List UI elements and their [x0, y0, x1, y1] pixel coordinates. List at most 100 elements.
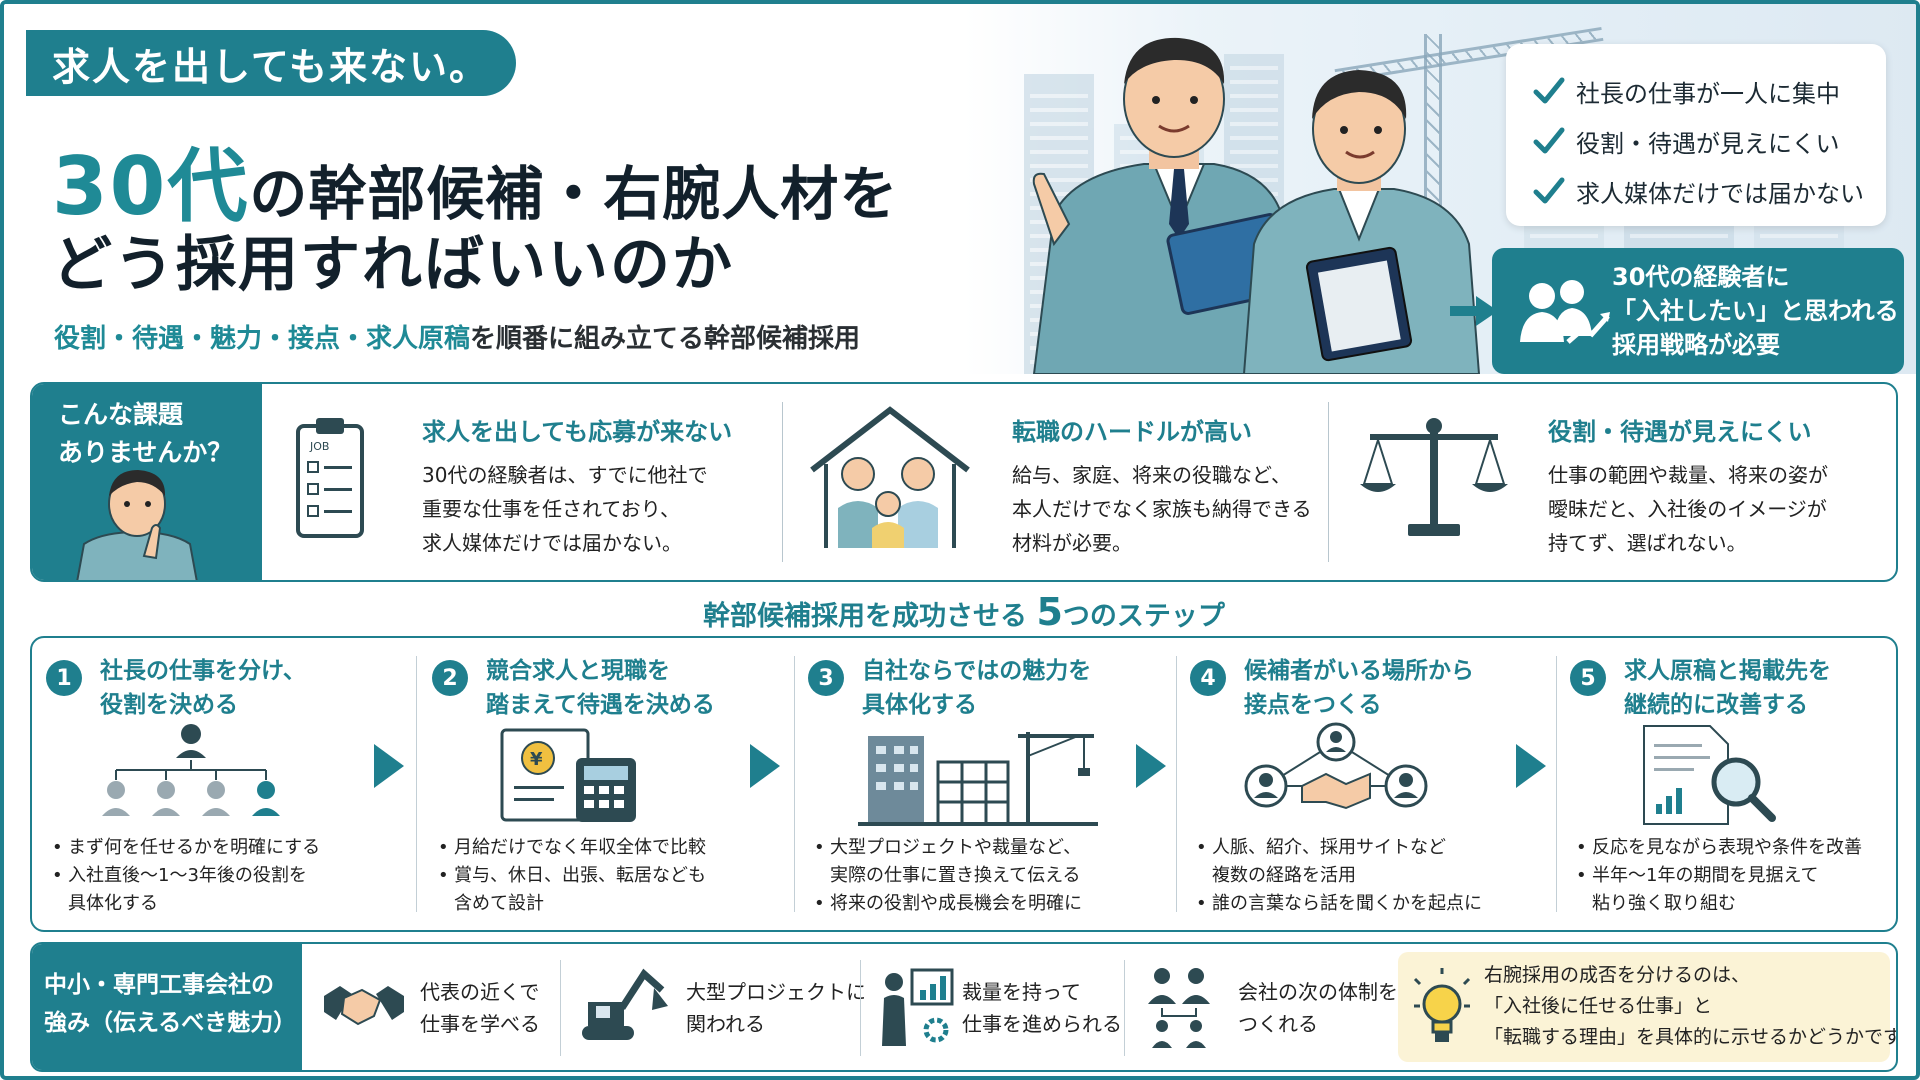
strength-text: 裁量を持って 仕事を進められる [962, 980, 1122, 1036]
step-title: 候補者がいる場所から 接点をつくる [1244, 658, 1474, 718]
main-title-line-2: どう採用すればいいのか [52, 230, 734, 300]
steps-panel: 1 社長の仕事を分け、 役割を決める まず何を任せるかを明確にする 入社直後〜1… [30, 636, 1898, 932]
clipboard-checklist-icon: JOB [296, 418, 364, 538]
step-bullets: 大型プロジェクトや裁量など、実際の仕事に置き換えて伝える 将来の役割や成長機会を… [810, 834, 1082, 918]
strength-item: 代表の近くで 仕事を学べる [322, 944, 572, 1070]
title-accent: 30代 [52, 140, 250, 233]
main-title-line-1: 30代の幹部候補・右腕人材を [52, 122, 898, 238]
challenge-text: 給与、家庭、将来の役職など、 本人だけでなく家族も納得できる 材料が必要。 [1012, 463, 1312, 555]
step-3: 3 自社ならではの魅力を 具体化する 大型プロジェクトや裁量など、実際の仕事に置… [794, 638, 1172, 930]
challenge-text: 仕事の範囲や裁量、将来の姿が 曖昧だと、入社後のイメージが 持てず、選ばれない。 [1548, 463, 1828, 555]
workers-illustration [1032, 37, 1481, 374]
thinking-man-icon [76, 470, 198, 580]
check-item: 求人媒体だけでは届かない [1532, 166, 1886, 216]
construction-site-icon [858, 732, 1098, 826]
step-title: 社長の仕事を分け、 役割を決める [100, 658, 306, 718]
yen-calculator-icon: ¥ [500, 728, 636, 822]
step-arrow-icon [1516, 744, 1546, 788]
excavator-icon [582, 968, 668, 1040]
challenge-question-box: こんな課題 ありませんか？ [32, 384, 262, 580]
step-5: 5 求人原稿と掲載先を 継続的に改善する 反応を見ながら表現や条件を改善 半年〜… [1556, 638, 1896, 930]
step-number: 4 [1190, 660, 1226, 696]
check-item: 社長の仕事が一人に集中 [1532, 66, 1886, 116]
presenter-chart-icon [882, 968, 954, 1046]
people-growth-icon [1520, 280, 1610, 344]
challenge-question: こんな課題 ありませんか？ [58, 396, 232, 472]
step-bullet: 月給だけでなく年収全体で比較 [434, 834, 706, 862]
challenge-heading: 転職のハードルが高い [1012, 418, 1252, 446]
step-arrow-icon [374, 744, 404, 788]
check-icon [1533, 127, 1565, 154]
strength-item: 裁量を持って 仕事を進められる [878, 944, 1138, 1070]
svg-text:JOB: JOB [309, 440, 329, 453]
checklist-card: 社長の仕事が一人に集中 役割・待遇が見えにくい 求人媒体だけでは届かない [1506, 44, 1886, 226]
svg-text:¥: ¥ [530, 749, 543, 770]
strength-item: 会社の次の体制を つくれる [1142, 944, 1398, 1070]
step-arrow-icon [750, 744, 780, 788]
challenges-panel: こんな課題 ありませんか？ JOB [30, 382, 1898, 582]
step-bullet: 反応を見ながら表現や条件を改善 [1572, 834, 1862, 862]
step-arrow-icon [1136, 744, 1166, 788]
balance-scale-icon [1360, 418, 1508, 536]
step-title: 自社ならではの魅力を 具体化する [862, 658, 1092, 718]
title-line-1-rest: の幹部候補・右腕人材を [249, 160, 899, 228]
steps-title-post: つのステップ [1062, 601, 1225, 632]
step-bullet: 誰の言葉なら話を聞くかを起点に [1192, 890, 1482, 918]
step-number: 3 [808, 660, 844, 696]
strategy-line: 「入社したい」と思われる [1612, 297, 1899, 325]
question-line: こんな課題 [58, 400, 184, 429]
subtitle-accent: 役割・待遇・魅力・接点・求人原稿 [54, 324, 471, 354]
challenge-heading: 求人を出しても応募が来ない [422, 418, 733, 446]
step-number: 2 [432, 660, 468, 696]
steps-title-pre: 幹部候補採用を成功させる [703, 601, 1028, 632]
step-number: 5 [1570, 660, 1606, 696]
check-icon [1533, 177, 1565, 204]
step-title: 求人原稿と掲載先を 継続的に改善する [1624, 658, 1831, 718]
strategy-text: 30代の経験者に 「入社したい」と思われる 採用戦略が必要 [1612, 260, 1899, 362]
tip-text: 右腕採用の成否を分けるのは、 「入社後に任せる仕事」と 「転職する理由」を具体的… [1484, 964, 1898, 1048]
team-structure-icon [1148, 968, 1210, 1048]
lightbulb-icon [1413, 968, 1471, 1042]
check-icon [1533, 77, 1565, 104]
strategy-box: 30代の経験者に 「入社したい」と思われる 採用戦略が必要 [1492, 248, 1904, 374]
step-bullet: 将来の役割や成長機会を明確に [810, 890, 1082, 918]
check-item: 役割・待遇が見えにくい [1532, 116, 1886, 166]
strength-text: 会社の次の体制を つくれる [1238, 980, 1398, 1036]
network-handshake-icon [1244, 722, 1428, 810]
steps-title: 幹部候補採用を成功させる 5つのステップ [4, 590, 1916, 634]
strength-text: 代表の近くで 仕事を学べる [420, 980, 540, 1036]
handshake-icon [324, 986, 404, 1026]
challenge-heading: 役割・待遇が見えにくい [1548, 418, 1812, 446]
strengths-label: 中小・専門工事会社の 強み（伝えるべき魅力） [32, 944, 302, 1070]
step-2: 2 競合求人と現職を 踏まえて待遇を決める ¥ 月給だけでなく年収全体で比較 賞… [416, 638, 790, 930]
document-magnifier-icon [1643, 725, 1776, 825]
challenge-item: JOB 求人を出しても応募が来ない 30代の経験者は、すでに他社で 重要な仕事を… [282, 384, 802, 580]
headline-badge: 求人を出しても来ない。 [26, 30, 516, 96]
challenge-text: 30代の経験者は、すでに他社で 重要な仕事を任されており、 求人媒体だけでは届か… [422, 463, 708, 555]
hero-section: 求人を出しても来ない。 30代の幹部候補・右腕人材を どう採用すればいいのか 役… [4, 4, 1916, 374]
org-chart-icon [102, 724, 280, 816]
check-item-label: 求人媒体だけでは届かない [1576, 179, 1864, 208]
check-item-label: 役割・待遇が見えにくい [1576, 129, 1840, 158]
tip-box: 右腕採用の成否を分けるのは、 「入社後に任せる仕事」と 「転職する理由」を具体的… [1398, 952, 1896, 1062]
subtitle-rest: を順番に組み立てる幹部候補採用 [470, 324, 861, 354]
strength-item: 大型プロジェクトに 関われる [578, 944, 878, 1070]
strategy-line: 30代の経験者に [1612, 263, 1790, 291]
step-4: 4 候補者がいる場所から 接点をつくる 人脈、紹介、採用サイトなど複数の経路を活… [1176, 638, 1556, 930]
step-1: 1 社長の仕事を分け、 役割を決める まず何を任せるかを明確にする 入社直後〜1… [32, 638, 406, 930]
step-title: 競合求人と現職を 踏まえて待遇を決める [486, 658, 715, 718]
question-line: ありませんか？ [58, 438, 233, 467]
step-bullet: まず何を任せるかを明確にする [48, 834, 320, 862]
steps-title-number: 5 [1036, 590, 1063, 634]
check-item-label: 社長の仕事が一人に集中 [1576, 79, 1840, 108]
challenge-item: 転職のハードルが高い 給与、家庭、将来の役職など、 本人だけでなく家族も納得でき… [802, 384, 1342, 580]
strength-text: 大型プロジェクトに 関われる [686, 980, 866, 1036]
strategy-line: 採用戦略が必要 [1612, 331, 1780, 359]
